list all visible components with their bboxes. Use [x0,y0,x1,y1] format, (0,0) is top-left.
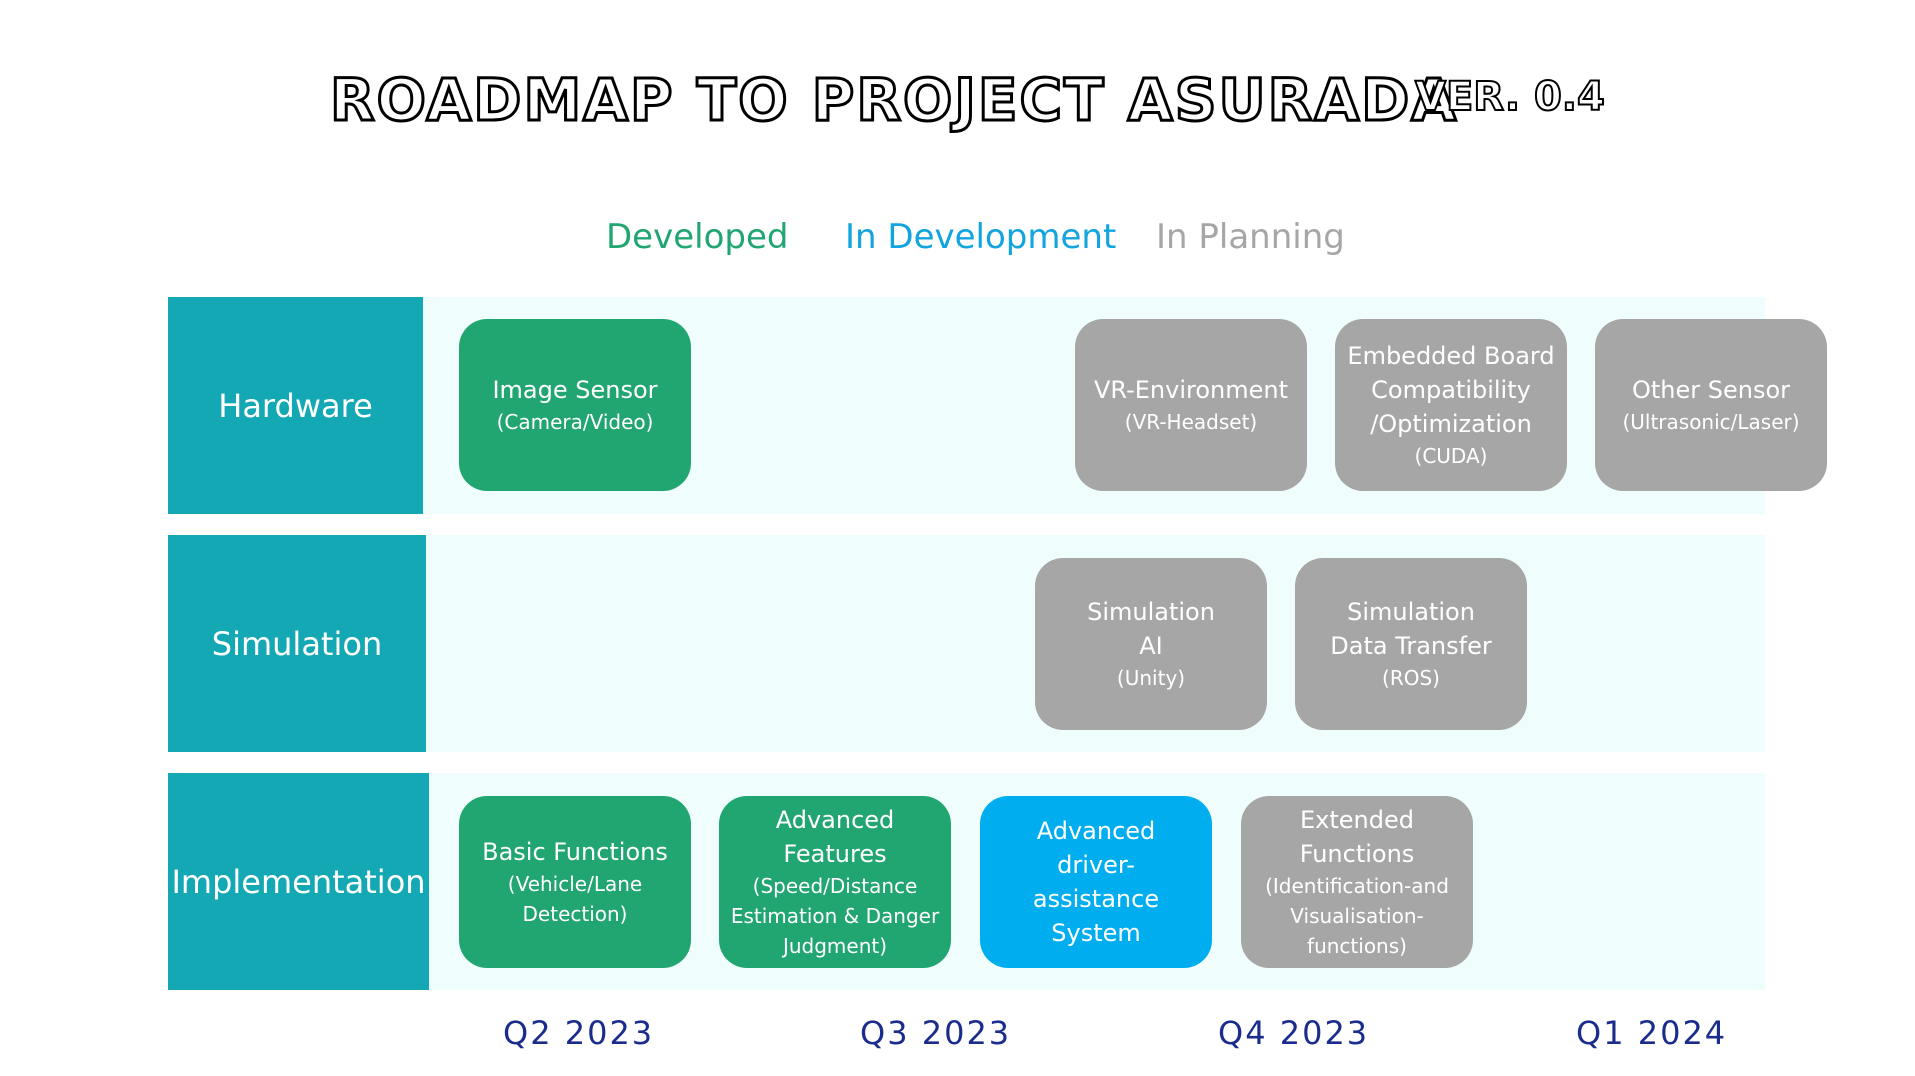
card-title: Other Sensor [1631,376,1791,404]
card-subtitle: (VR-Headset) [1124,410,1258,434]
version-label: Ver. 0.4 [1414,73,1606,121]
quarter-q4-2023: Q4 2023 [1218,1014,1370,1052]
quarter-q3-2023: Q3 2023 [860,1014,1012,1052]
card-title: Advanced driver-assistance System [1032,817,1160,947]
legend-developed: Developed [606,217,789,257]
card-subtitle: (Camera/Video) [496,410,654,434]
card-subtitle: (CUDA) [1414,444,1488,468]
card-simulation-data-transfer: Simulation Data Transfer (ROS) [1295,558,1527,730]
card-title: VR-Environment [1093,376,1289,404]
card-subtitle: (Identification-and Visualisation-functi… [1265,874,1449,958]
implementation-row-background [170,773,1765,990]
quarter-q1-2024: Q1 2024 [1576,1014,1728,1052]
card-subtitle: (Speed/Distance Estimation & Danger Judg… [730,874,940,958]
card-basic-functions: Basic Functions (Vehicle/Lane Detection) [459,796,691,968]
row-label-hardware: Hardware [168,297,423,514]
card-vr-environment: VR-Environment (VR-Headset) [1075,319,1307,491]
card-title: Basic Functions [482,838,668,866]
page-title: Roadmap to Project Asurada [328,65,1459,136]
card-simulation-ai: Simulation AI (Unity) [1035,558,1267,730]
card-title: Advanced Features [775,806,895,868]
legend-in-planning: In Planning [1156,217,1345,257]
card-extended-functions: Extended Functions (Identification-and V… [1241,796,1473,968]
card-other-sensor: Other Sensor (Ultrasonic/Laser) [1595,319,1827,491]
card-subtitle: (Ultrasonic/Laser) [1622,410,1800,434]
card-title: Image Sensor [492,376,658,404]
card-title: Simulation AI [1087,598,1215,660]
card-advanced-features: Advanced Features (Speed/Distance Estima… [719,796,951,968]
card-title: Embedded Board Compatibility /Optimizati… [1347,342,1555,438]
card-embedded-board: Embedded Board Compatibility /Optimizati… [1335,319,1567,491]
card-subtitle: (Vehicle/Lane Detection) [507,872,643,926]
quarter-q2-2023: Q2 2023 [503,1014,655,1052]
card-image-sensor: Image Sensor (Camera/Video) [459,319,691,491]
card-title: Simulation Data Transfer [1330,598,1492,660]
legend-in-development: In Development [845,217,1117,257]
card-title: Extended Functions [1299,806,1415,868]
card-subtitle: (ROS) [1382,666,1440,690]
card-subtitle: (Unity) [1116,666,1186,690]
card-adas: Advanced driver-assistance System [980,796,1212,968]
row-label-simulation: Simulation [168,535,426,752]
row-label-implementation: Implementation [168,773,429,990]
